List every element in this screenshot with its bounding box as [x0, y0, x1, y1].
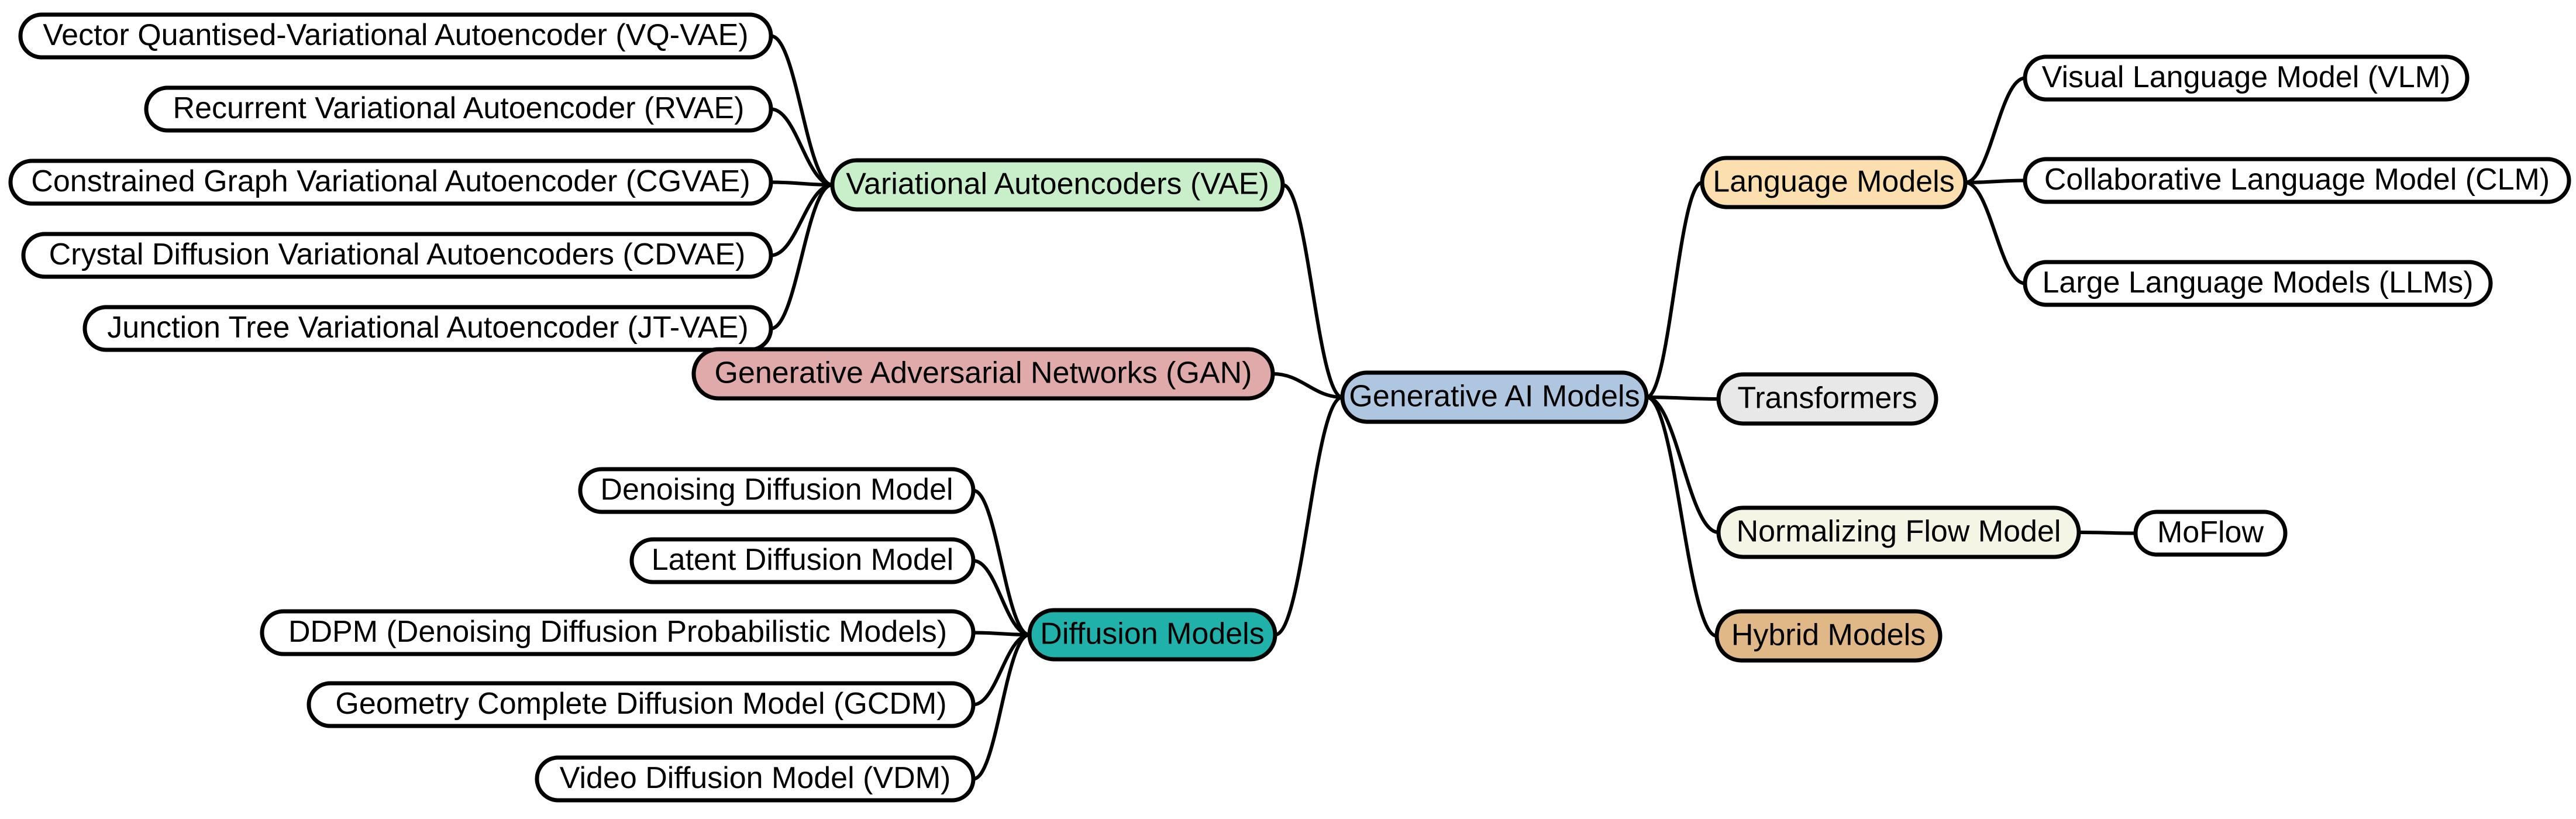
node-transformers[interactable]: Transformers [1716, 372, 1938, 426]
node-dif_ddpm[interactable]: DDPM (Denoising Diffusion Probabilistic … [260, 609, 976, 656]
node-label-transformers: Transformers [1737, 381, 1917, 415]
node-shape-dif_vdm[interactable] [535, 755, 976, 803]
node-shape-lm_llm[interactable] [2023, 260, 2493, 307]
node-label-normflow: Normalizing Flow Model [1737, 515, 2061, 549]
node-label-langmodels: Language Models [1713, 165, 1954, 199]
node-root[interactable]: Generative AI Models [1340, 370, 1649, 424]
node-gan[interactable]: Generative Adversarial Networks (GAN) [691, 347, 1275, 401]
node-diffusion[interactable]: Diffusion Models [1027, 608, 1277, 662]
edge-normalizing-flow-moflow [2077, 531, 2137, 535]
node-lm_clm[interactable]: Collaborative Language Model (CLM) [2023, 157, 2571, 204]
node-shape-gan[interactable] [691, 347, 1275, 401]
node-hybrid[interactable]: Hybrid Models [1714, 609, 1943, 663]
node-label-vae_rvae: Recurrent Variational Autoencoder (RVAE) [173, 91, 745, 125]
node-dif_vdm[interactable]: Video Diffusion Model (VDM) [535, 755, 976, 803]
node-label-dif_vdm: Video Diffusion Model (VDM) [560, 761, 951, 795]
node-dif_ddm[interactable]: Denoising Diffusion Model [578, 467, 976, 514]
node-shape-vae_cgvae[interactable] [8, 159, 773, 206]
node-vae[interactable]: Variational Autoencoders (VAE) [830, 158, 1285, 212]
node-label-vae_cgvae: Constrained Graph Variational Autoencode… [31, 164, 750, 198]
node-shape-transformers[interactable] [1716, 372, 1938, 426]
node-shape-lm_vlm[interactable] [2023, 54, 2470, 102]
node-shape-hybrid[interactable] [1714, 609, 1943, 663]
node-shape-vae_vqvae[interactable] [18, 12, 773, 60]
node-shape-root[interactable] [1340, 370, 1649, 424]
node-shape-dif_gcdm[interactable] [306, 681, 976, 728]
edge-root-language-models [1645, 181, 1704, 399]
node-label-hybrid: Hybrid Models [1731, 618, 1926, 652]
node-shape-vae_rvae[interactable] [144, 85, 773, 133]
node-shape-dif_ldm[interactable] [629, 537, 976, 584]
edge-diffusion-denoising [972, 488, 1031, 636]
node-shape-dif_ddm[interactable] [578, 467, 976, 514]
node-label-vae: Variational Autoencoders (VAE) [846, 167, 1269, 201]
edge-language-models-llm [1964, 181, 2027, 285]
node-shape-diffusion[interactable] [1027, 608, 1277, 662]
node-dif_gcdm[interactable]: Geometry Complete Diffusion Model (GCDM) [306, 681, 976, 728]
node-label-dif_ldm: Latent Diffusion Model [652, 543, 953, 577]
node-shape-vae_cdvae[interactable] [21, 232, 773, 279]
node-label-moflow: MoFlow [2157, 515, 2264, 549]
edge-vae-cgvae [769, 180, 834, 187]
node-label-lm_vlm: Visual Language Model (VLM) [2042, 60, 2451, 94]
node-shape-normflow[interactable] [1716, 505, 2081, 559]
edge-diffusion-gcdm [972, 633, 1031, 707]
node-label-dif_gcdm: Geometry Complete Diffusion Model (GCDM) [335, 687, 946, 721]
edge-root-hybrid [1645, 395, 1719, 638]
node-label-diffusion: Diffusion Models [1040, 617, 1264, 651]
node-shape-langmodels[interactable] [1700, 156, 1968, 209]
node-lm_vlm[interactable]: Visual Language Model (VLM) [2023, 54, 2470, 102]
edge-diffusion-latent [972, 559, 1031, 636]
edge-vae-vqvae [769, 34, 834, 187]
node-label-gan: Generative Adversarial Networks (GAN) [715, 356, 1252, 390]
node-label-lm_clm: Collaborative Language Model (CLM) [2044, 163, 2550, 197]
nodes-layer: Generative AI Models Variational Autoenco… [8, 12, 2571, 803]
edge-root-gan [1271, 372, 1344, 399]
node-vae_cdvae[interactable]: Crystal Diffusion Variational Autoencode… [21, 232, 773, 279]
node-moflow[interactable]: MoFlow [2133, 510, 2288, 557]
edge-diffusion-vdm [972, 633, 1031, 781]
node-dif_ldm[interactable]: Latent Diffusion Model [629, 537, 976, 584]
node-shape-dif_ddpm[interactable] [260, 609, 976, 656]
node-normflow[interactable]: Normalizing Flow Model [1716, 505, 2081, 559]
node-label-vae_cdvae: Crystal Diffusion Variational Autoencode… [49, 238, 746, 271]
node-vae_rvae[interactable]: Recurrent Variational Autoencoder (RVAE) [144, 85, 773, 133]
edges-layer [769, 34, 2137, 781]
edge-diffusion-ddpm [972, 631, 1031, 636]
node-shape-vae_jtvae[interactable] [82, 305, 773, 352]
node-langmodels[interactable]: Language Models [1700, 156, 1968, 209]
edge-vae-jtvae [769, 183, 834, 331]
node-label-vae_jtvae: Junction Tree Variational Autoencoder (J… [107, 311, 748, 345]
edge-root-normalizing-flow [1645, 395, 1720, 534]
edge-vae-cdvae [769, 183, 834, 257]
node-vae_cgvae[interactable]: Constrained Graph Variational Autoencode… [8, 159, 773, 206]
edge-root-diffusion [1273, 395, 1344, 636]
node-lm_llm[interactable]: Large Language Models (LLMs) [2023, 260, 2493, 307]
node-label-vae_vqvae: Vector Quantised-Variational Autoencoder… [43, 18, 748, 52]
edge-root-vae [1281, 183, 1344, 399]
node-shape-lm_clm[interactable] [2023, 157, 2571, 204]
node-vae_vqvae[interactable]: Vector Quantised-Variational Autoencoder… [18, 12, 773, 60]
node-label-dif_ddpm: DDPM (Denoising Diffusion Probabilistic … [288, 615, 947, 649]
edge-language-models-clm [1964, 178, 2027, 184]
node-shape-moflow[interactable] [2133, 510, 2288, 557]
node-label-dif_ddm: Denoising Diffusion Model [600, 473, 953, 507]
node-label-root: Generative AI Models [1349, 380, 1640, 414]
edge-vae-rvae [769, 107, 834, 187]
edge-language-models-vlm [1964, 76, 2027, 184]
node-shape-vae[interactable] [830, 158, 1285, 212]
node-label-lm_llm: Large Language Models (LLMs) [2042, 266, 2473, 300]
edge-root-transformers [1645, 395, 1720, 401]
node-vae_jtvae[interactable]: Junction Tree Variational Autoencoder (J… [82, 305, 773, 352]
